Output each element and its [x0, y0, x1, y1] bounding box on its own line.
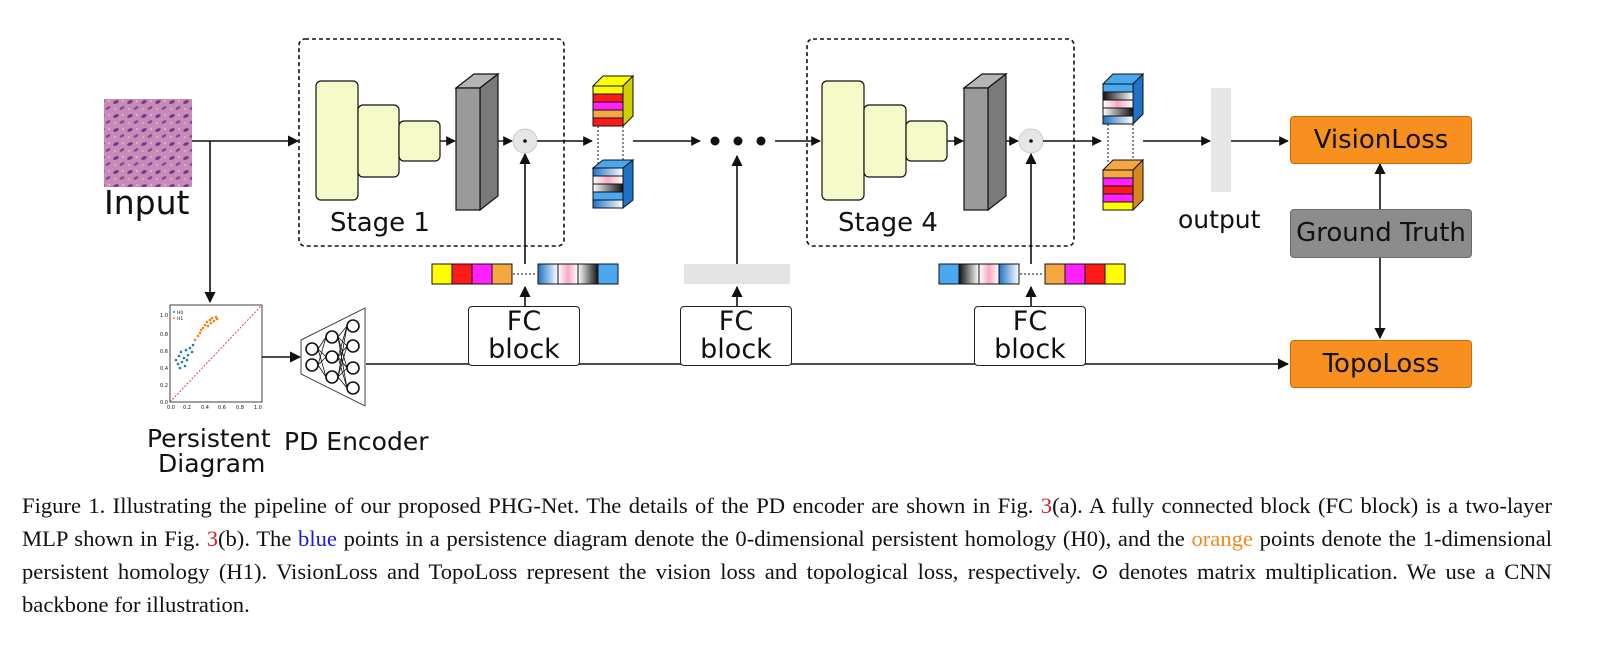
vision-loss-box: VisionLoss — [1290, 116, 1472, 164]
stage4-box — [806, 38, 1075, 247]
pd-ytick: 0.2 — [160, 383, 168, 389]
caption-orange-word: orange — [1191, 526, 1253, 551]
token-strip-4 — [938, 263, 1126, 285]
pd-xtick: 1.0 — [254, 405, 262, 411]
pd-xtick: 0.2 — [183, 405, 191, 411]
fc-block-4: FC block — [974, 306, 1086, 366]
pd-legend-h1: H1 — [177, 316, 183, 322]
topo-loss-box: TopoLoss — [1290, 340, 1472, 388]
input-label: Input — [104, 183, 190, 222]
output-label: output — [1178, 205, 1261, 234]
caption-text: (b). The — [217, 526, 299, 551]
pd-xtick: 0.0 — [167, 405, 175, 411]
caption-text: points denote the 1-dimensional persiste… — [22, 526, 1552, 617]
figure-ref-link[interactable]: 3 — [206, 526, 218, 551]
persistence-diagram-plot: H0 H1 1.0 0.8 0.6 0.4 0.2 0.0 0.0 0.2 0.… — [160, 304, 263, 411]
output-bar — [1211, 88, 1231, 192]
token-strip-1 — [431, 263, 619, 285]
pd-ytick: 0.0 — [160, 400, 168, 406]
caption-text: points in a persistence diagram denote t… — [336, 526, 1192, 551]
pd-legend-h0: H0 — [177, 310, 183, 316]
caption-blue-word: blue — [298, 526, 337, 551]
pd-ytick: 1.0 — [160, 313, 168, 319]
pipeline-figure: H0 H1 1.0 0.8 0.6 0.4 0.2 0.0 0.0 0.2 0.… — [104, 38, 1472, 476]
ground-truth-box: Ground Truth — [1290, 209, 1472, 258]
pd-xtick: 0.4 — [201, 405, 209, 411]
feature-stack-4 — [1101, 72, 1145, 212]
pd-ytick: 0.6 — [160, 349, 168, 355]
figure-ref-link[interactable]: 3 — [1040, 493, 1053, 518]
figure-caption: Figure 1. Illustrating the pipeline of o… — [22, 489, 1552, 621]
fc-block-1: FC block — [468, 306, 580, 366]
stage1-box — [298, 38, 565, 247]
stage1-label: Stage 1 — [330, 208, 430, 238]
persistent-diagram-label-1: Persistent — [147, 424, 271, 453]
stage4-label: Stage 4 — [838, 208, 938, 238]
caption-text: (a). A fully connected block (FC block) … — [22, 493, 1553, 551]
pd-ytick: 0.4 — [160, 366, 168, 372]
pd-encoder-icon — [300, 307, 366, 407]
input-image — [104, 99, 192, 187]
pd-xtick: 0.6 — [218, 405, 226, 411]
caption-text: Figure 1. Illustrating the pipeline of o… — [22, 493, 1041, 518]
token-strip-middle — [684, 264, 790, 284]
pd-ytick: 0.8 — [160, 332, 168, 338]
pd-encoder-label: PD Encoder — [284, 427, 429, 456]
persistent-diagram-label-2: Diagram — [158, 449, 266, 478]
feature-stack-1 — [591, 74, 635, 210]
pipeline-diagram: H0 H1 1.0 0.8 0.6 0.4 0.2 0.0 0.0 0.2 0.… — [104, 38, 1386, 411]
pd-xtick: 0.8 — [236, 405, 244, 411]
fc-block-middle: FC block — [680, 306, 792, 366]
